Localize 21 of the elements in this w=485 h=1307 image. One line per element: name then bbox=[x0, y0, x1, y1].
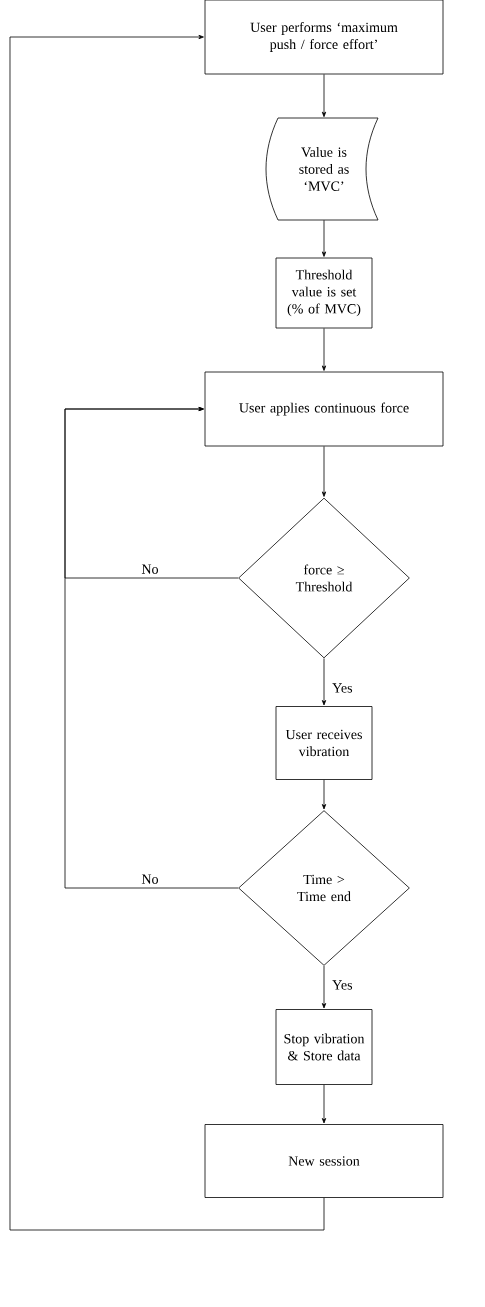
arrow bbox=[321, 219, 327, 257]
arrow bbox=[9, 34, 325, 1231]
process-box: User performs ‘maximum push / force effort’ bbox=[204, 0, 444, 75]
process-box: Stop vibration & Store data bbox=[275, 1009, 373, 1085]
arrow bbox=[321, 658, 327, 706]
arrow bbox=[321, 328, 327, 371]
edge-label: Yes bbox=[330, 978, 355, 992]
process-box: User receives vibration bbox=[275, 706, 373, 780]
edge-label: No bbox=[139, 872, 161, 886]
arrow bbox=[321, 74, 327, 118]
process-box: New session bbox=[204, 1124, 444, 1198]
process-box: User applies continuous force bbox=[204, 371, 444, 447]
arrow bbox=[321, 779, 327, 810]
stored-data-shape: Value is stored as ‘MVC’ bbox=[265, 117, 379, 221]
arrow bbox=[321, 1084, 327, 1124]
edge-label: No bbox=[139, 562, 161, 576]
arrow bbox=[321, 446, 327, 497]
arrow bbox=[64, 406, 239, 889]
arrow bbox=[321, 965, 327, 1009]
process-box: Threshold value is set (% of MVC) bbox=[275, 257, 373, 329]
edge-label: Yes bbox=[330, 681, 355, 695]
